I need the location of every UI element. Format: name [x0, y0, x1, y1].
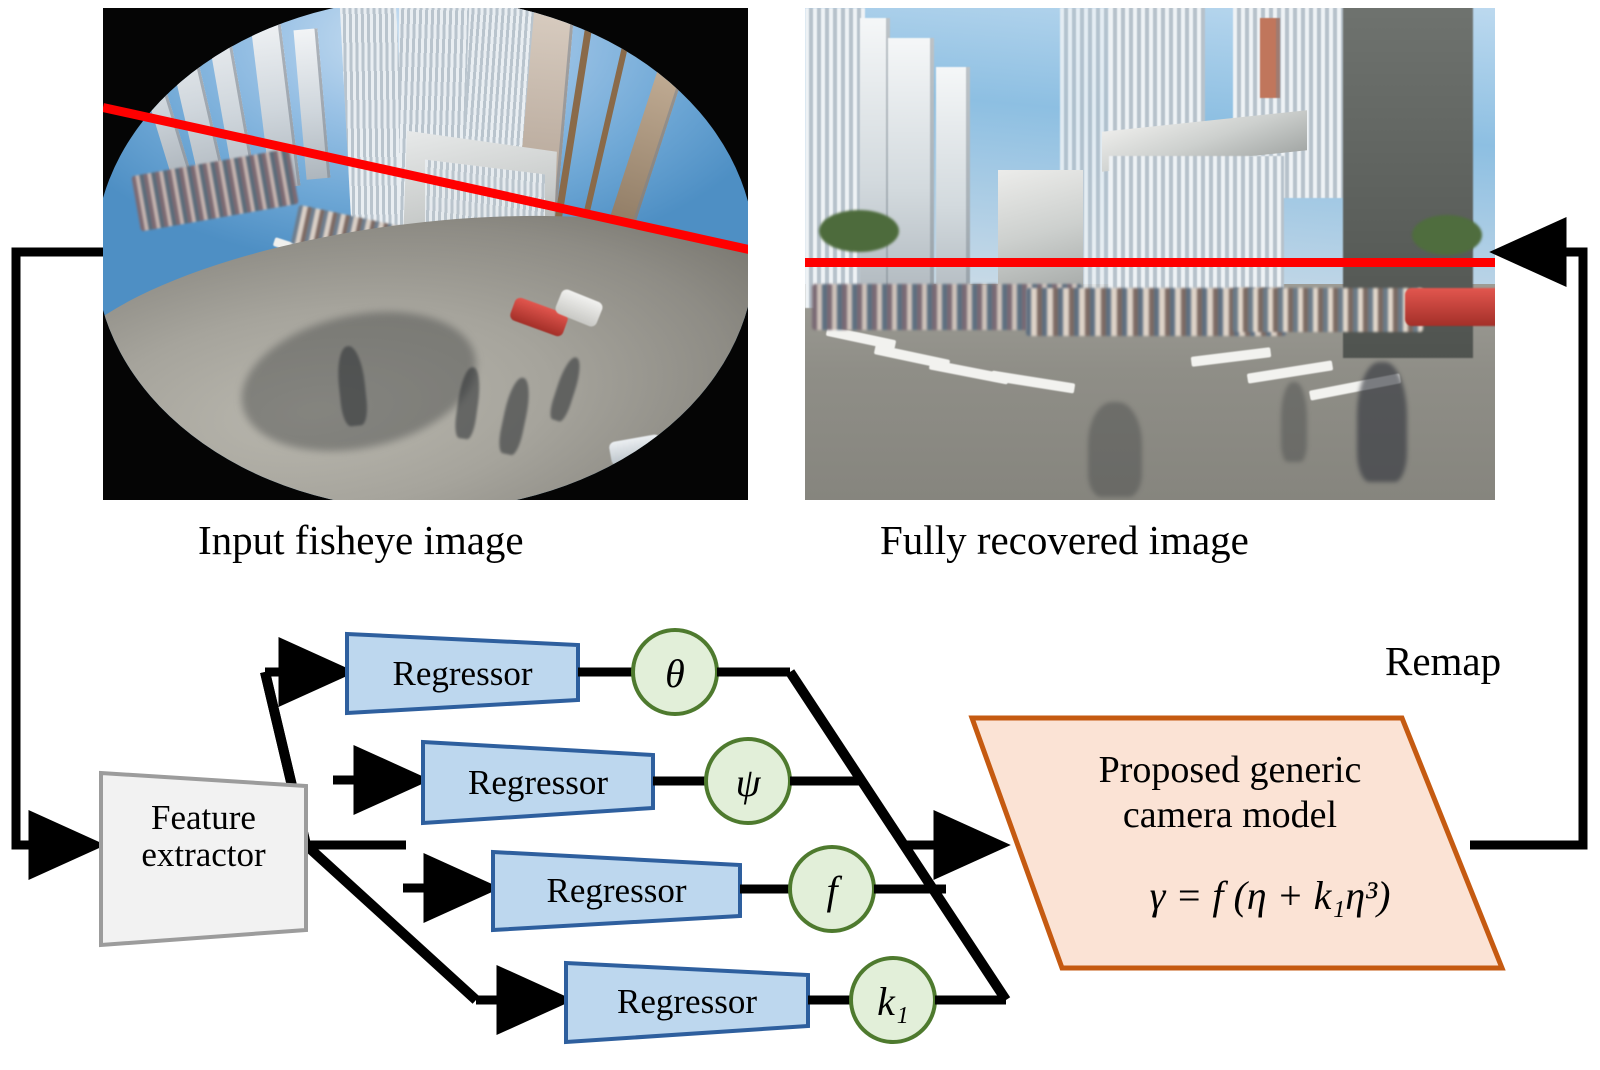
feature-extractor-label-line2: extractor: [141, 834, 266, 874]
feature-extractor-label-line1: Feature: [151, 798, 256, 837]
camera-model-title-line2: camera model: [1122, 793, 1338, 836]
output-label-theta: θ: [665, 651, 685, 696]
recovered-photo: [805, 8, 1495, 500]
building-accent: [1260, 17, 1281, 98]
camera-model-formula: γ = f (η + k₁η³): [1149, 873, 1391, 918]
edge-fanin-spine: [717, 667, 1011, 1005]
output-label-k1: k₁: [877, 979, 909, 1024]
edge-input-to-extractor: [11, 247, 106, 881]
person-silhouette: [1357, 362, 1407, 483]
regressor-shape-1[interactable]: [345, 631, 580, 716]
horizon-line-output: [805, 258, 1495, 267]
regressor-label-2: Regressor: [468, 763, 608, 802]
regressor-shape-4[interactable]: [564, 960, 810, 1045]
person-shadow: [1281, 381, 1308, 462]
output-label-psi: ψ: [735, 760, 761, 805]
crowd: [1232, 288, 1423, 333]
caption-input-fisheye: Input fisheye image: [198, 517, 524, 563]
input-fisheye-photo: [103, 8, 748, 500]
pavilion-glass: [1108, 155, 1284, 306]
edge-branch-stubs: [265, 636, 574, 1036]
tree: [818, 209, 899, 252]
edge-regressor-to-output: [578, 667, 850, 1005]
caption-recovered: Fully recovered image: [880, 517, 1249, 563]
regressor-shape-2[interactable]: [421, 739, 655, 826]
tree: [1412, 214, 1483, 255]
regressor-shape-3[interactable]: [491, 849, 742, 933]
regressor-label-4: Regressor: [617, 982, 757, 1021]
camera-model-title: Proposed generic camera model: [1020, 748, 1440, 838]
person-shadow: [1087, 401, 1142, 497]
feature-extractor-label: Feature extractor: [101, 798, 306, 874]
remap-edge-label: Remap: [1385, 638, 1502, 684]
red-vehicle: [1405, 288, 1495, 327]
pavilion-wall: [998, 170, 1084, 296]
regressor-label-3: Regressor: [546, 871, 687, 910]
edge-model-to-recovered: [1470, 216, 1588, 850]
fisheye-disc: [103, 8, 748, 500]
camera-model-title-line1: Proposed generic: [1098, 749, 1362, 791]
output-label-f: f: [826, 868, 838, 913]
regressor-label-1: Regressor: [392, 654, 533, 693]
camera-model-shape[interactable]: [968, 715, 1506, 971]
building: [887, 37, 934, 288]
feature-extractor-shape[interactable]: [99, 770, 308, 948]
